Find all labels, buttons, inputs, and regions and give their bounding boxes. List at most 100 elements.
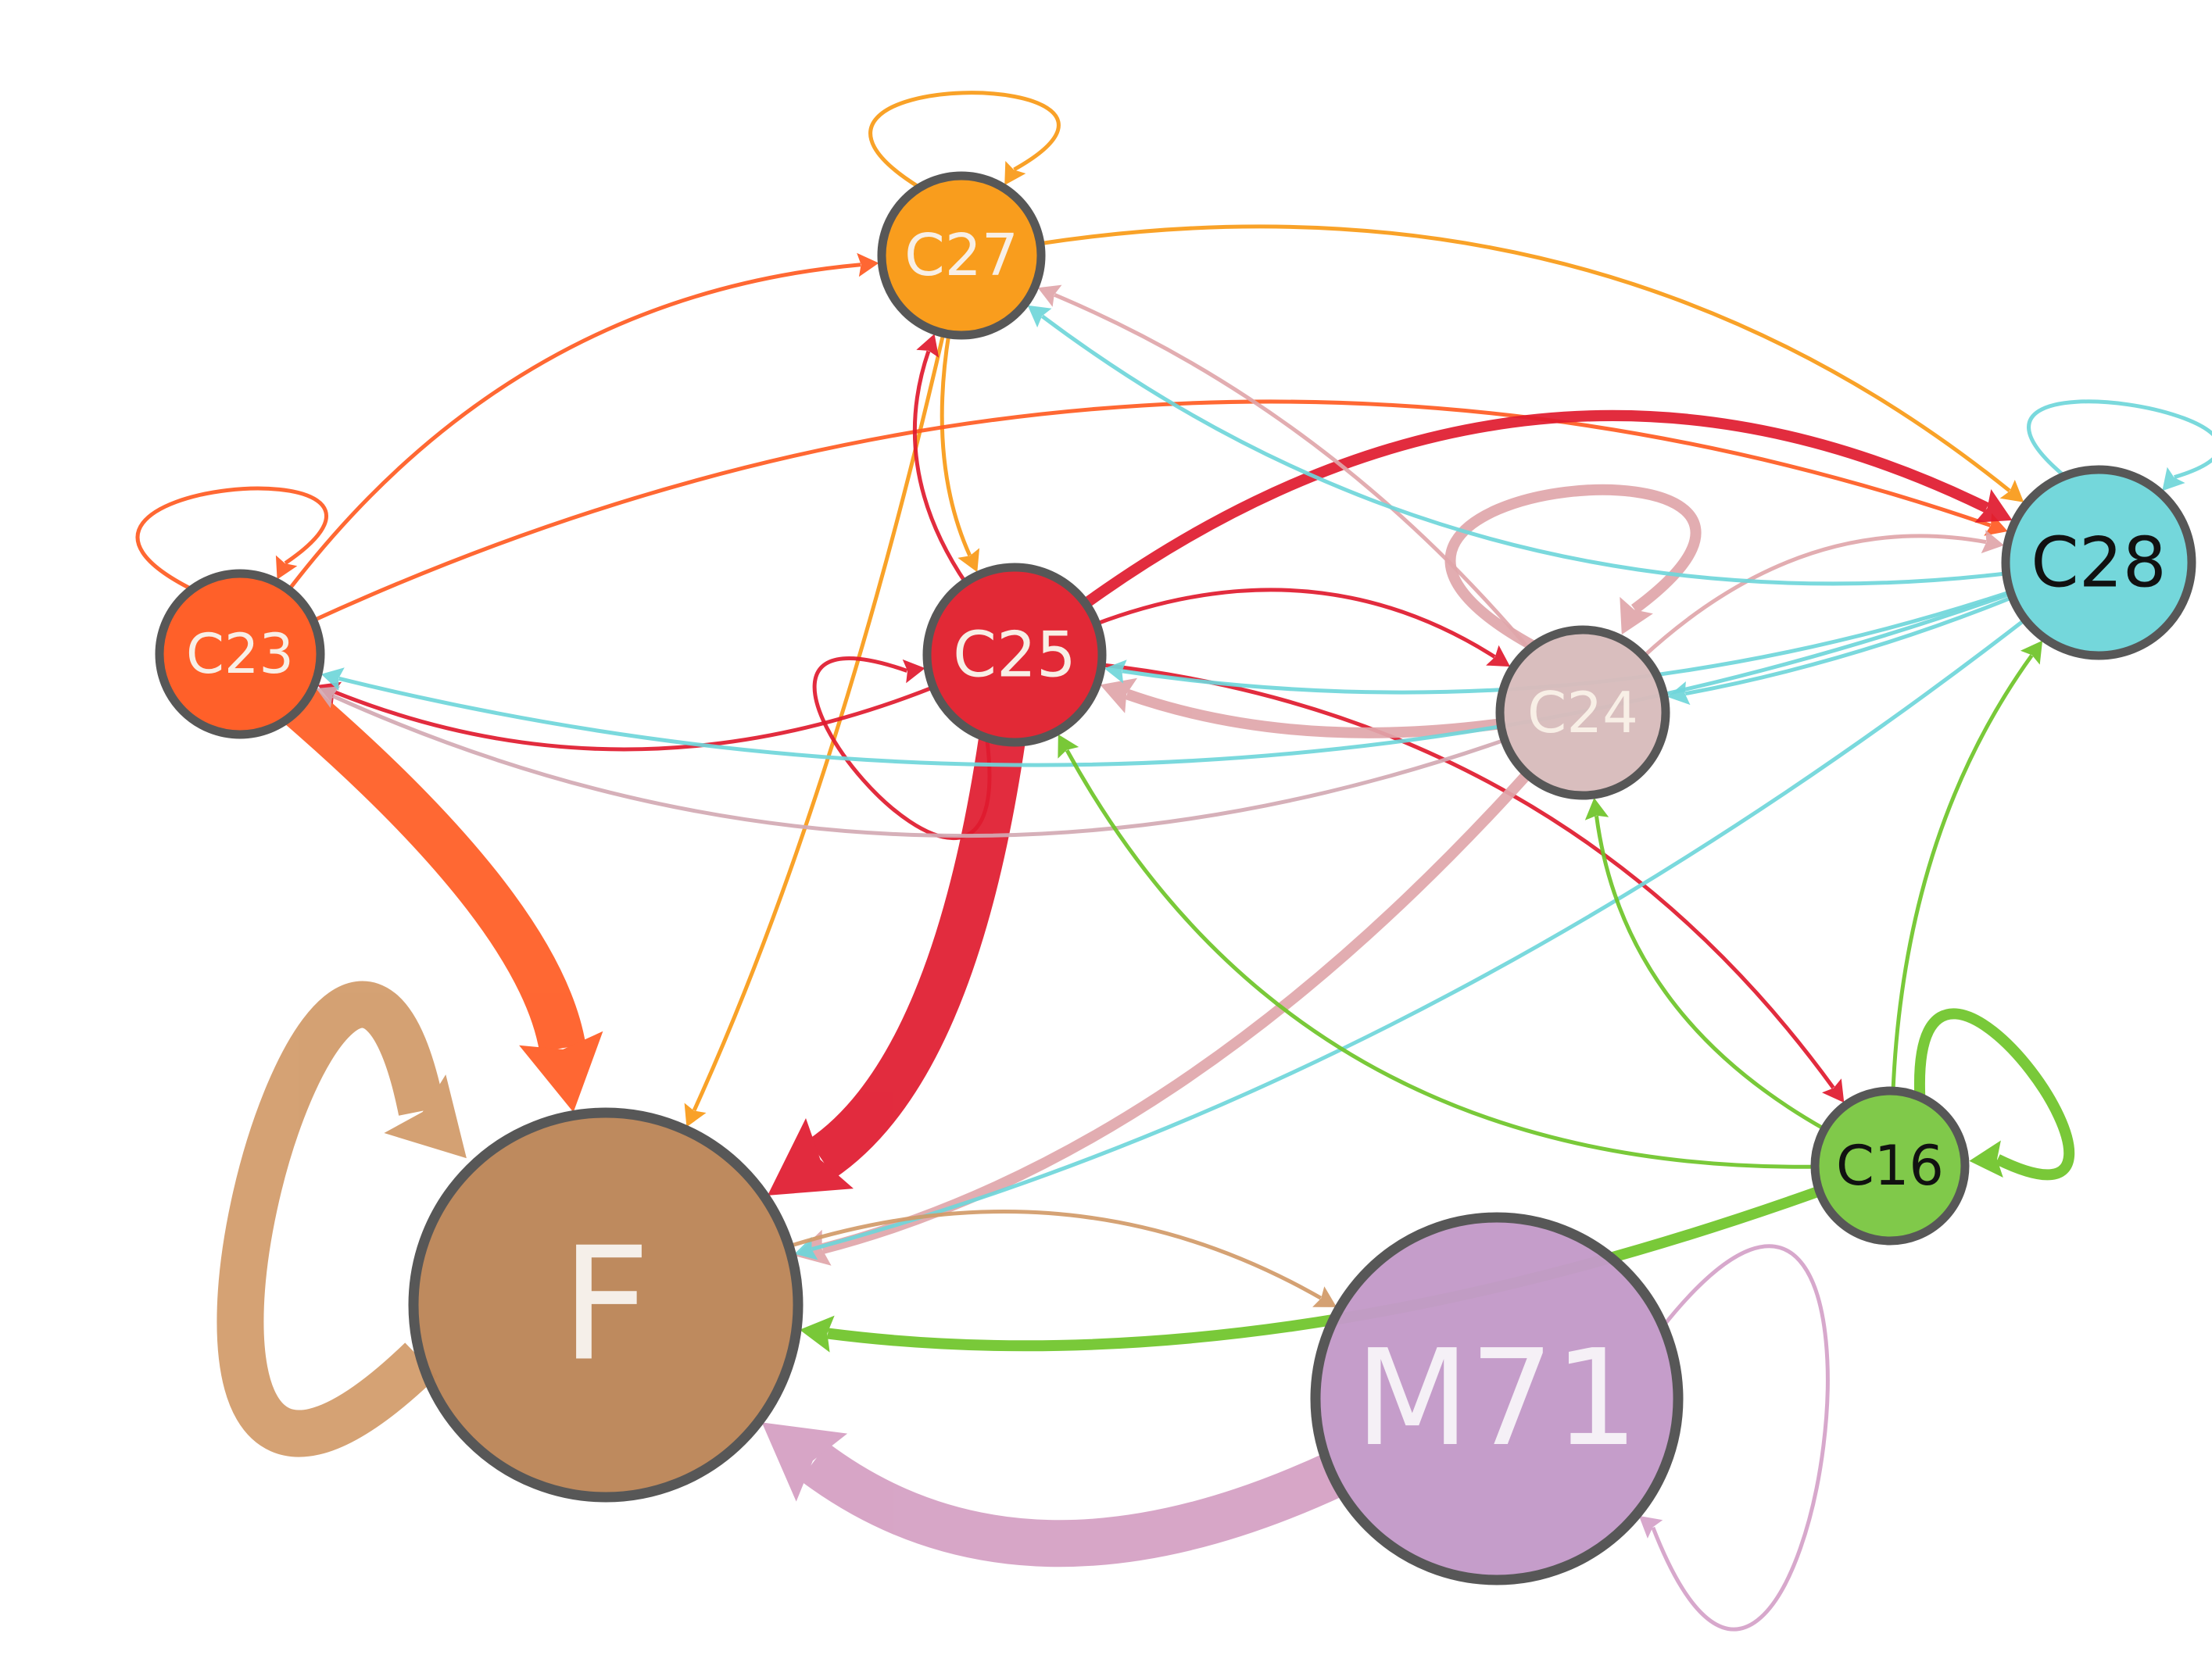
edge-arrowhead [316,686,341,709]
edge-c23-to-f [284,688,603,1113]
edge-line [2027,399,2212,480]
edge-line [1684,595,2015,696]
node-circle [408,1107,804,1503]
edge-arrowhead [761,1422,848,1502]
edge-line [827,1185,1823,1352]
edge-c24-to-c28 [1641,530,2004,659]
edge-arrowhead [1312,1286,1337,1307]
node-circle [2001,465,2196,660]
edge-line [284,688,586,1053]
node-circle [1495,625,1670,800]
edge-line [1651,1244,1830,1632]
edge-c27-to-c27 [868,91,1061,190]
edge-line [1040,314,2009,586]
edge-line [135,486,328,592]
edge-c28-to-c28 [2027,399,2212,491]
node-c27: C27 [877,171,1046,340]
node-label: C16 [1836,1134,1944,1198]
node-c24: C24 [1495,625,1670,800]
edge-c27-to-c28 [1038,224,2024,502]
edge-arrowhead [916,334,940,358]
edge-line [1054,292,1532,652]
edge-arrowhead [1667,681,1691,706]
edge-line [1099,663,1835,1089]
node-label: C25 [953,619,1076,692]
edge-c28-to-f [794,617,2028,1260]
edge-arrowhead [1620,596,1653,635]
node-c25: C25 [922,563,1107,747]
edge-arrowhead [1058,734,1079,759]
edge-arrowhead [320,667,345,691]
node-c16: C16 [1810,1086,1970,1246]
edge-arrowhead [1822,1078,1845,1103]
edge-c25-to-c16 [1099,663,1845,1103]
edge-arrowhead [800,1315,835,1353]
node-label: C24 [1527,680,1638,745]
edge-c27-to-c25 [940,332,980,573]
edge-line [1093,588,1496,659]
node-circle [877,171,1046,340]
edge-c16-to-c16 [1914,1008,2075,1181]
edge-f-to-f [217,981,467,1457]
edge-c16-to-c28 [1891,640,2043,1093]
edge-line [331,694,1507,838]
edge-line [286,263,861,593]
edge-c23-to-c27 [286,252,879,593]
node-m71: M71 [1310,1212,1684,1585]
edge-line [1641,534,1987,659]
edge-c24-to-c27 [1037,284,1532,652]
edges-layer [135,91,2212,1632]
edge-arrowhead [1999,480,2024,502]
node-circle [1810,1086,1970,1246]
edge-c24-to-c25 [1100,677,1504,738]
edge-line [1891,654,2034,1093]
edge-line [868,91,1061,190]
edge-c27-to-f [684,331,946,1128]
edge-arrowhead [1486,645,1511,667]
node-label: C23 [186,622,294,686]
edge-arrowhead [794,1236,818,1260]
edge-f-to-m71 [784,1210,1337,1307]
edge-line [334,685,936,752]
edge-arrowhead [1104,659,1127,684]
edge-line [940,332,972,556]
edge-c28-to-c24 [1667,595,2015,706]
edge-arrowhead [1584,798,1609,820]
node-label: C27 [904,222,1018,289]
edge-c25-to-c24 [1093,588,1511,667]
node-label: F [560,1214,650,1396]
edge-arrowhead [1027,305,1052,328]
edge-arrowhead [275,555,298,580]
node-c28: C28 [2001,465,2196,660]
edge-line [811,617,2028,1252]
edge-c28-to-c27 [1027,305,2009,586]
edge-c25-to-f [768,736,1025,1196]
edge-arrowhead [384,1074,467,1159]
edge-c24-to-c23 [316,686,1507,838]
edge-m71-to-f [761,1422,1346,1567]
edge-arrowhead [2020,640,2043,665]
edge-line [1065,749,1816,1169]
node-label: M71 [1355,1321,1639,1476]
edge-arrowhead [684,1103,707,1128]
edge-arrowhead [1100,677,1137,713]
edge-line [1125,688,1504,738]
edge-line [310,399,1992,624]
edge-c24-to-c24 [1444,484,1702,651]
edge-line [912,350,968,585]
edge-arrowhead [1638,1515,1663,1539]
edge-line [1444,484,1702,651]
node-circle [155,569,325,739]
edge-arrowhead [1037,284,1062,307]
edge-line [217,981,446,1457]
edge-c16-to-c24 [1584,798,1827,1132]
edge-c16-to-c25 [1058,734,1816,1169]
edge-line [784,1210,1323,1300]
node-circle [1310,1212,1684,1585]
edge-line [1914,1008,2075,1181]
edge-line [800,1442,1346,1567]
edge-line [692,331,946,1112]
edge-m71-to-m71 [1638,1244,1830,1632]
edge-c16-to-f [800,1185,1823,1353]
